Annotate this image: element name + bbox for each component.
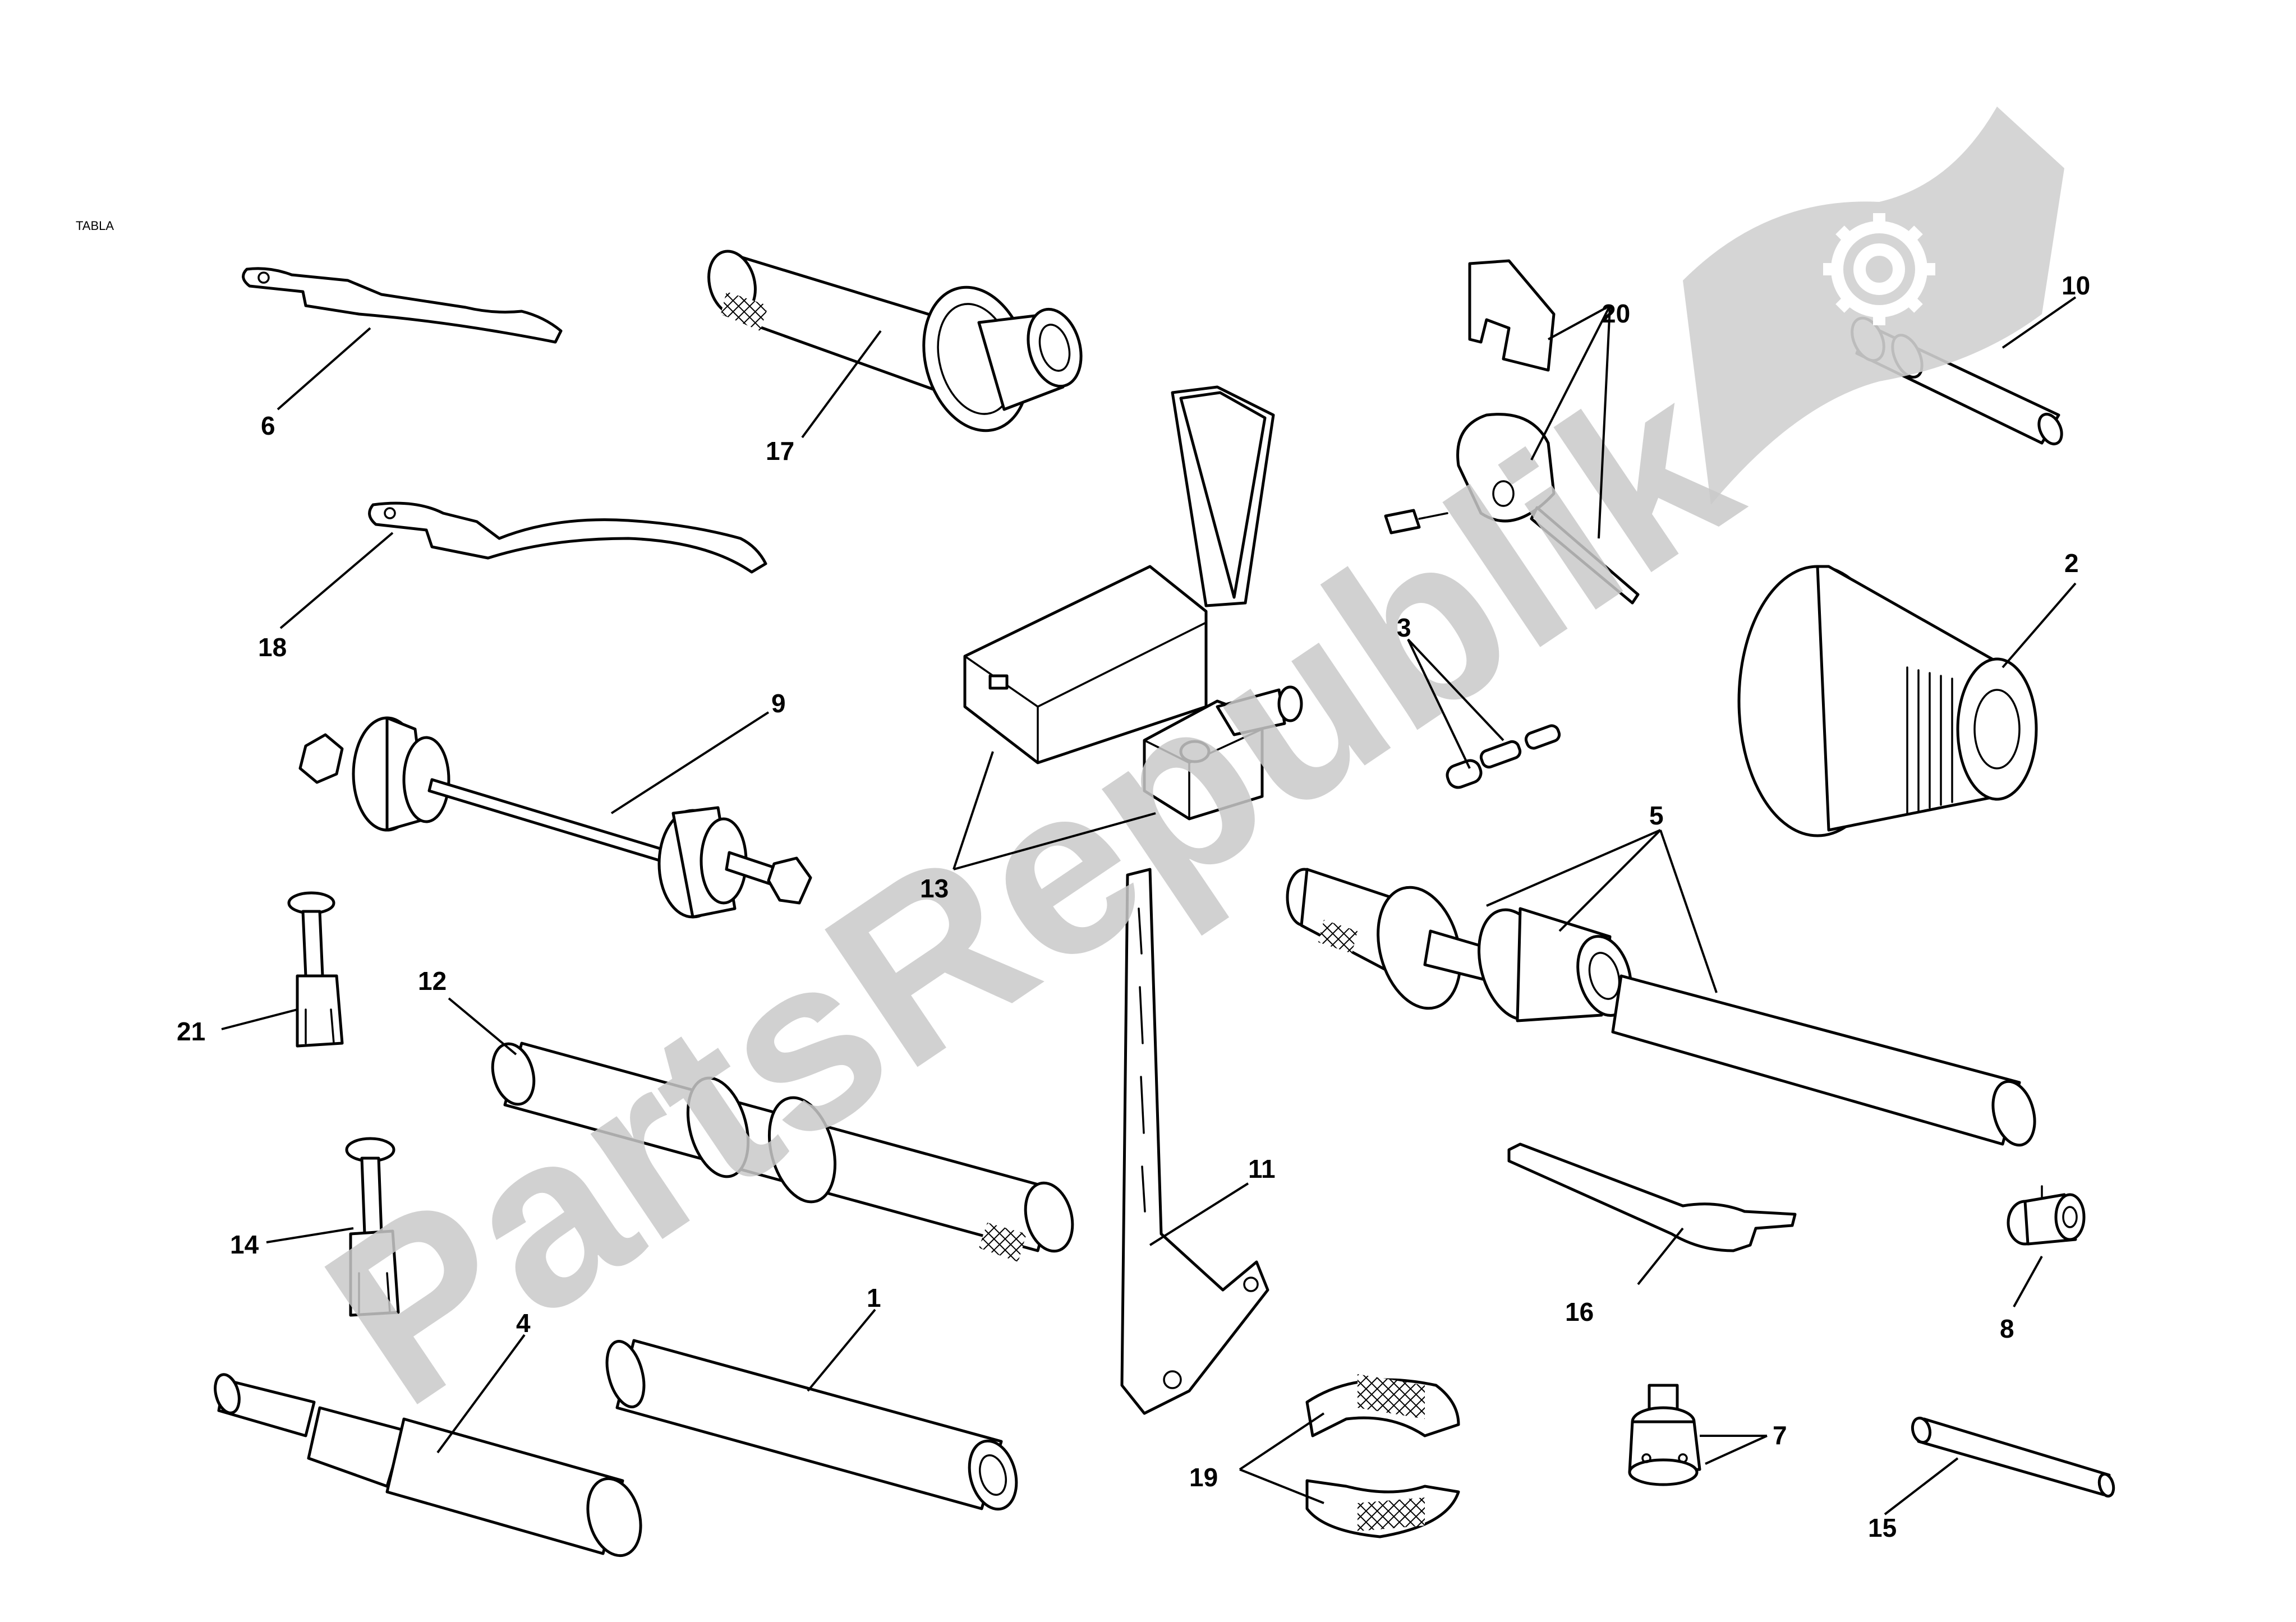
callout-15: 15: [1868, 1513, 1897, 1542]
tool-19-split-collar: [1305, 1374, 1460, 1538]
callout-11: 11: [1248, 1154, 1276, 1183]
tool-18-hook-spanner: [368, 501, 767, 574]
callout-17: 17: [766, 436, 794, 466]
callout-9: 9: [771, 689, 786, 718]
callout-18: 18: [258, 633, 287, 662]
gear-icon: [1823, 213, 1935, 325]
tool-6-hook-spanner: [242, 267, 563, 344]
tool-1-tube: [605, 1339, 1018, 1511]
callout-20: 20: [1602, 299, 1630, 328]
tool-15-pin: [1911, 1416, 2115, 1498]
callout-14: 14: [230, 1230, 259, 1259]
tool-12-long-sleeve: [491, 1042, 1074, 1262]
tool-2-flange-sleeve: [1737, 565, 2038, 837]
callout-2: 2: [2064, 549, 2079, 578]
callout-6: 6: [261, 411, 275, 440]
callout-12: 12: [418, 966, 447, 996]
tool-11-stand-bracket: [1120, 868, 1269, 1415]
tool-13-chain-tool-kit: [963, 385, 1303, 821]
callout-21: 21: [177, 1017, 205, 1046]
tool-16-open-spanner: [1507, 1142, 1797, 1252]
corner-text: TABLA: [76, 219, 114, 233]
callout-5: 5: [1649, 801, 1664, 830]
callout-16: 16: [1565, 1297, 1594, 1326]
callout-8: 8: [2000, 1314, 2014, 1343]
watermark-text: PartsRepublik: [282, 325, 1779, 1457]
tool-3-chain-links: [1446, 724, 1561, 789]
tool-5-sleeve-set: [1286, 868, 2036, 1147]
tool-21-small-puller: [287, 891, 344, 1048]
leader-lines: [221, 296, 2077, 1515]
tool-4-pin-sleeve: [214, 1373, 642, 1558]
callout-13: 13: [920, 874, 949, 903]
callout-19: 19: [1189, 1463, 1218, 1492]
callout-3: 3: [1397, 613, 1411, 642]
tool-17-drift-handle: [707, 250, 1083, 432]
callout-10: 10: [2062, 271, 2090, 300]
tool-7-stepped-pin: [1628, 1384, 1701, 1486]
tool-9-puller-rod: [298, 716, 812, 919]
tool-14-puller: [345, 1137, 400, 1317]
tool-8-collar: [2007, 1185, 2086, 1246]
tool-20-timing-kit: [1384, 259, 1640, 605]
callout-7: 7: [1773, 1421, 1787, 1450]
callout-labels: 1 2 3 4 5 6 7 8 9 10 11 12 13 14 15 16 1…: [177, 271, 2090, 1542]
callout-1: 1: [867, 1283, 881, 1312]
callout-4: 4: [516, 1308, 531, 1338]
